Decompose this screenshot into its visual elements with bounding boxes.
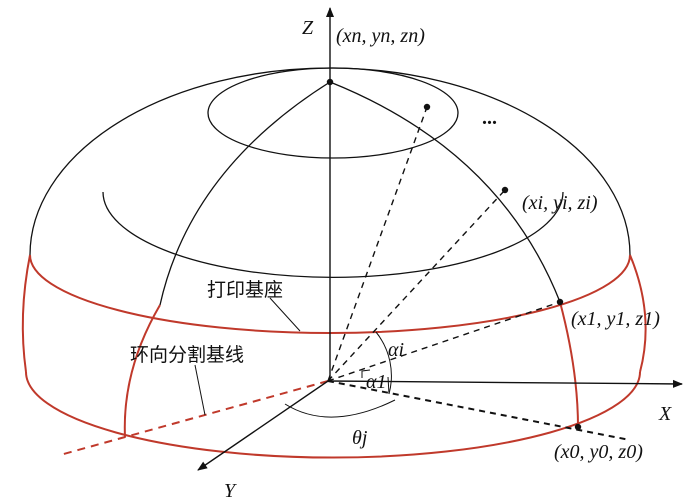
base-label: 打印基座	[207, 279, 283, 301]
circumferential-baseline	[59, 380, 329, 456]
right-meridian	[329, 81, 561, 303]
point-i	[501, 186, 509, 194]
top-ring	[207, 67, 459, 159]
ray-n1	[327, 106, 428, 382]
alpha-1-label: α1	[366, 371, 387, 393]
theta-j-label: θj	[352, 427, 368, 449]
theta-j-arc	[284, 399, 396, 418]
ellipsis: ...	[482, 107, 497, 129]
point-0	[574, 423, 582, 431]
ray-i	[327, 189, 506, 382]
alpha-i-label: αi	[388, 339, 404, 361]
z-label: Z	[302, 17, 314, 39]
point-i-label: (xi, yi, zi)	[522, 192, 598, 214]
alpha-i-arc	[375, 331, 392, 395]
middle-ring	[102, 191, 564, 279]
base-left-side	[21, 254, 31, 373]
point-n-label: (xn, yn, zn)	[336, 25, 425, 47]
ray-1	[327, 301, 561, 382]
base-left-meridian	[123, 304, 161, 438]
point-n	[326, 78, 334, 86]
baseline-leader	[194, 364, 206, 416]
point-n1	[423, 103, 431, 111]
x-axis	[327, 379, 683, 388]
base-bottom-ring	[25, 371, 641, 459]
base-leader	[269, 297, 301, 332]
point-0-label: (x0, y0, z0)	[554, 441, 643, 463]
point-1-label: (x1, y1, z1)	[571, 308, 660, 330]
point-1	[556, 298, 564, 306]
y-axis	[197, 380, 329, 471]
left-meridian	[159, 81, 331, 306]
base-right-meridian	[559, 301, 579, 428]
y-label: Y	[224, 480, 237, 502]
base-right-side	[629, 254, 647, 373]
baseline-label: 环向分割基线	[130, 344, 244, 366]
ray-0	[327, 380, 631, 441]
x-label: X	[658, 403, 672, 425]
alpha-1-marker	[361, 369, 390, 395]
